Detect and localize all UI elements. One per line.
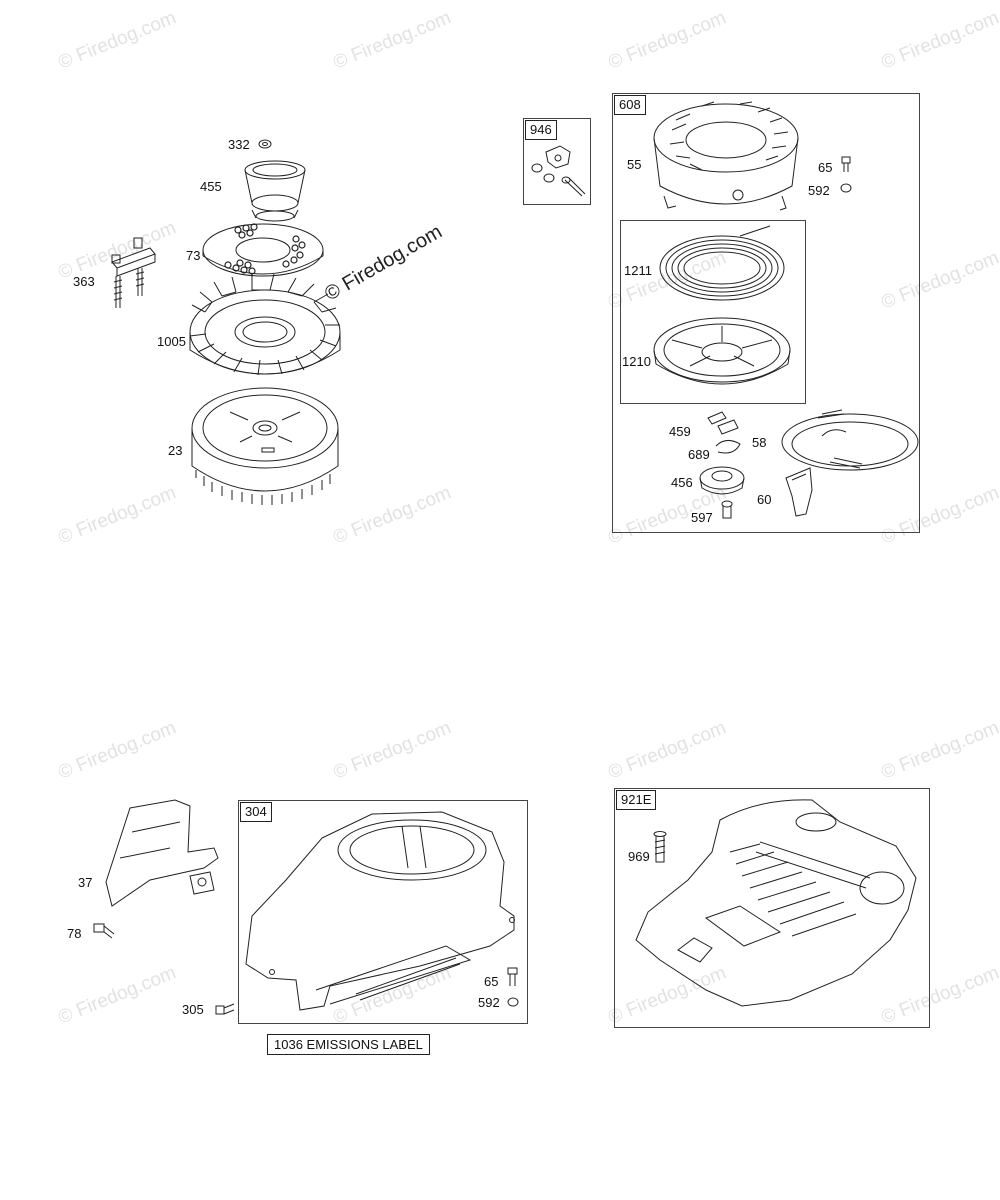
part-label-459: 459	[669, 424, 691, 439]
group-608-frame	[612, 93, 920, 533]
starter-handle-60-icon	[786, 468, 812, 516]
group-946-label: 946	[525, 120, 557, 140]
part-label-592-lower: 592	[478, 995, 500, 1010]
rewind-housing-55-icon	[654, 102, 798, 210]
brake-hardware-946-icon	[532, 146, 585, 196]
part-label-305: 305	[182, 1002, 204, 1017]
part-label-60: 60	[757, 492, 772, 507]
spring-pulley-subframe	[620, 220, 806, 404]
part-label-78: 78	[67, 926, 82, 941]
screw-597-icon	[722, 501, 732, 518]
blower-housing-304-icon	[246, 812, 515, 1010]
dog-459-icon	[708, 412, 738, 434]
emissions-label-box: 1036 EMISSIONS LABEL	[267, 1034, 430, 1055]
bolt-65-top-icon	[842, 157, 850, 172]
part-label-55: 55	[627, 157, 642, 172]
group-946-frame	[523, 118, 591, 205]
retainer-456-icon	[700, 467, 744, 494]
part-label-332: 332	[228, 137, 250, 152]
part-label-363: 363	[73, 274, 95, 289]
part-label-37: 37	[78, 875, 93, 890]
group-921e-frame	[614, 788, 930, 1028]
screen-73-icon	[203, 224, 323, 276]
brake-bracket-363-icon	[112, 238, 155, 308]
rewind-spring-1211-icon	[660, 226, 784, 300]
screw-305-icon	[216, 1004, 234, 1014]
part-label-1211: 1211	[624, 263, 652, 278]
baffle-37-icon	[106, 800, 218, 906]
fan-1005-icon	[190, 274, 340, 375]
group-304-label: 304	[240, 802, 272, 822]
engine-cover-921e-icon	[636, 800, 916, 1006]
nut-592-lower-icon	[508, 998, 518, 1006]
bolt-65-lower-icon	[508, 968, 517, 986]
screw-969-icon	[654, 832, 666, 863]
part-label-58: 58	[752, 435, 767, 450]
part-label-969: 969	[628, 849, 650, 864]
part-label-597: 597	[691, 510, 713, 525]
nut-592-top-icon	[841, 184, 851, 192]
part-label-73: 73	[186, 248, 201, 263]
part-label-23: 23	[168, 443, 183, 458]
pulley-1210-icon	[654, 318, 790, 384]
nut-332-icon	[259, 140, 271, 148]
part-label-1005: 1005	[157, 334, 186, 349]
screw-78-icon	[94, 924, 114, 938]
group-304-frame	[238, 800, 528, 1024]
part-label-1210: 1210	[622, 354, 651, 369]
group-921e-label: 921E	[616, 790, 657, 810]
starter-rope-58-icon	[782, 410, 918, 470]
spring-689-icon	[716, 440, 740, 453]
part-label-455: 455	[200, 179, 222, 194]
part-label-592-top: 592	[808, 183, 830, 198]
group-608-label: 608	[614, 95, 646, 115]
flywheel-23-icon	[192, 388, 338, 505]
part-label-456: 456	[671, 475, 693, 490]
part-label-65-top: 65	[818, 160, 833, 175]
part-label-65-lower: 65	[484, 974, 499, 989]
starter-cup-455-icon	[245, 161, 305, 221]
part-label-689: 689	[688, 447, 710, 462]
